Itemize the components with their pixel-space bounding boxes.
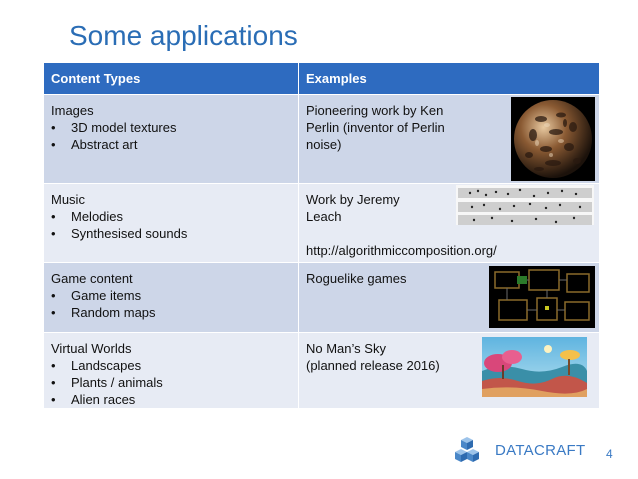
table-row: Game content Game items Random maps Rogu… [43,262,600,333]
logo-text: DATACRAFT [495,441,586,459]
example-line: (planned release 2016) [306,358,440,373]
bullet-item: Random maps [51,304,291,321]
example-cell: Work by Jeremy Leach http://algorithmicc… [298,183,600,263]
page-number: 4 [606,447,613,461]
bullet-item: Alien races [51,391,291,408]
table-row: Virtual Worlds Landscapes Plants / anima… [43,332,600,409]
bullet-list: Melodies Synthesised sounds [51,208,291,242]
category-label: Images [51,103,94,118]
example-line: noise) [306,137,342,152]
bullet-item: Game items [51,287,291,304]
bullet-item: 3D model textures [51,119,291,136]
category-label: Virtual Worlds [51,341,132,356]
slide-title: Some applications [69,20,298,51]
roguelike-map-image [489,266,595,328]
bullet-item: Landscapes [51,357,291,374]
table-row: Music Melodies Synthesised sounds Work b… [43,183,600,263]
example-line: Roguelike games [306,271,407,286]
content-type-cell: Game content Game items Random maps [43,262,299,333]
perlin-noise-sphere-image [511,97,595,181]
example-line: Perlin (inventor of Perlin [306,120,445,135]
bullet-item: Plants / animals [51,374,291,391]
table-row: Images 3D model textures Abstract art Pi… [43,94,600,184]
bullet-list: Game items Random maps [51,287,291,321]
composition-url[interactable]: http://algorithmiccomposition.org/ [306,243,497,258]
content-type-cell: Images 3D model textures Abstract art [43,94,299,184]
bullet-list: Landscapes Plants / animals Alien races [51,357,291,408]
example-line: No Man’s Sky [306,341,386,356]
header-content-types: Content Types [43,62,299,95]
example-line: Pioneering work by Ken [306,103,444,118]
applications-table: Content Types Examples Images 3D model t… [43,62,600,409]
bullet-item: Abstract art [51,136,291,153]
category-label: Game content [51,271,133,286]
example-line: Leach [306,209,342,224]
bullet-list: 3D model textures Abstract art [51,119,291,153]
example-cell: No Man’s Sky (planned release 2016) [298,332,600,409]
bullet-item: Synthesised sounds [51,225,291,242]
example-cell: Roguelike games [298,262,600,333]
sheet-music-image [456,185,594,225]
content-type-cell: Music Melodies Synthesised sounds [43,183,299,263]
category-label: Music [51,192,85,207]
example-line: Work by Jeremy [306,192,400,207]
datacraft-cubes-icon [455,437,479,462]
header-examples: Examples [298,62,600,95]
bullet-item: Melodies [51,208,291,225]
alien-landscape-image [482,337,587,397]
datacraft-logo: DATACRAFT [455,435,585,465]
table-header-row: Content Types Examples [43,62,600,95]
content-type-cell: Virtual Worlds Landscapes Plants / anima… [43,332,299,409]
example-cell: Pioneering work by Ken Perlin (inventor … [298,94,600,184]
